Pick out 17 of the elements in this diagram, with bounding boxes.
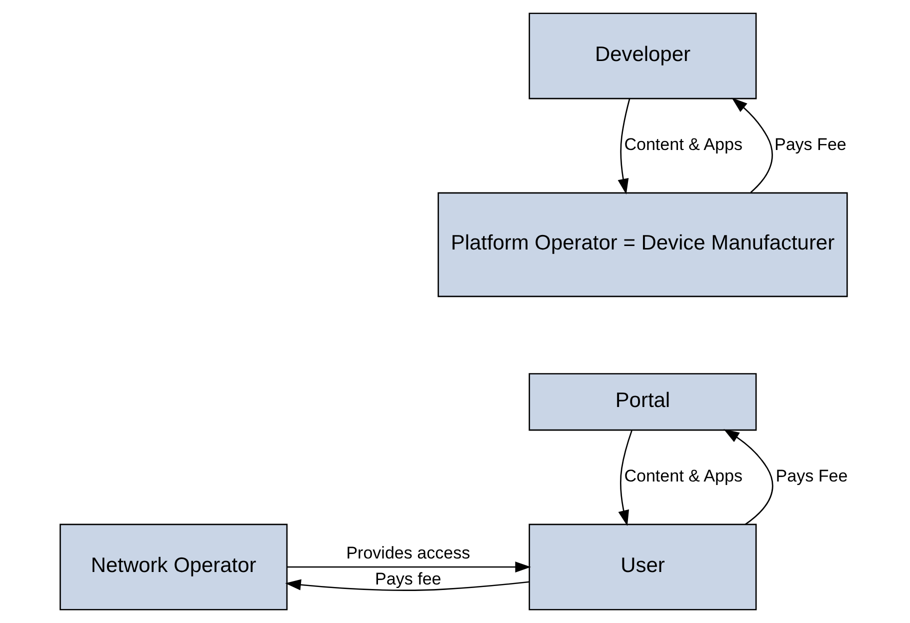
arrow xyxy=(618,430,632,526)
node-box: Network Operator xyxy=(60,524,288,610)
arrow xyxy=(618,98,630,194)
arrow xyxy=(287,562,531,573)
edge-label: Content & Apps xyxy=(624,135,742,154)
edge-label: Pays fee xyxy=(375,570,442,589)
edge-label: Pays Fee xyxy=(774,135,846,154)
edge-label: Provides access xyxy=(346,543,470,562)
edge-label: Pays Fee xyxy=(776,466,848,486)
arrow xyxy=(724,429,774,525)
node-box: Platform Operator = Device Manufacturer xyxy=(438,192,848,298)
node-box: Developer xyxy=(528,12,757,100)
node-box: Portal xyxy=(528,373,757,431)
arrow xyxy=(732,98,773,193)
arrow xyxy=(285,579,530,591)
edge-label: Content & Apps xyxy=(624,466,742,486)
node-box: User xyxy=(528,524,757,610)
